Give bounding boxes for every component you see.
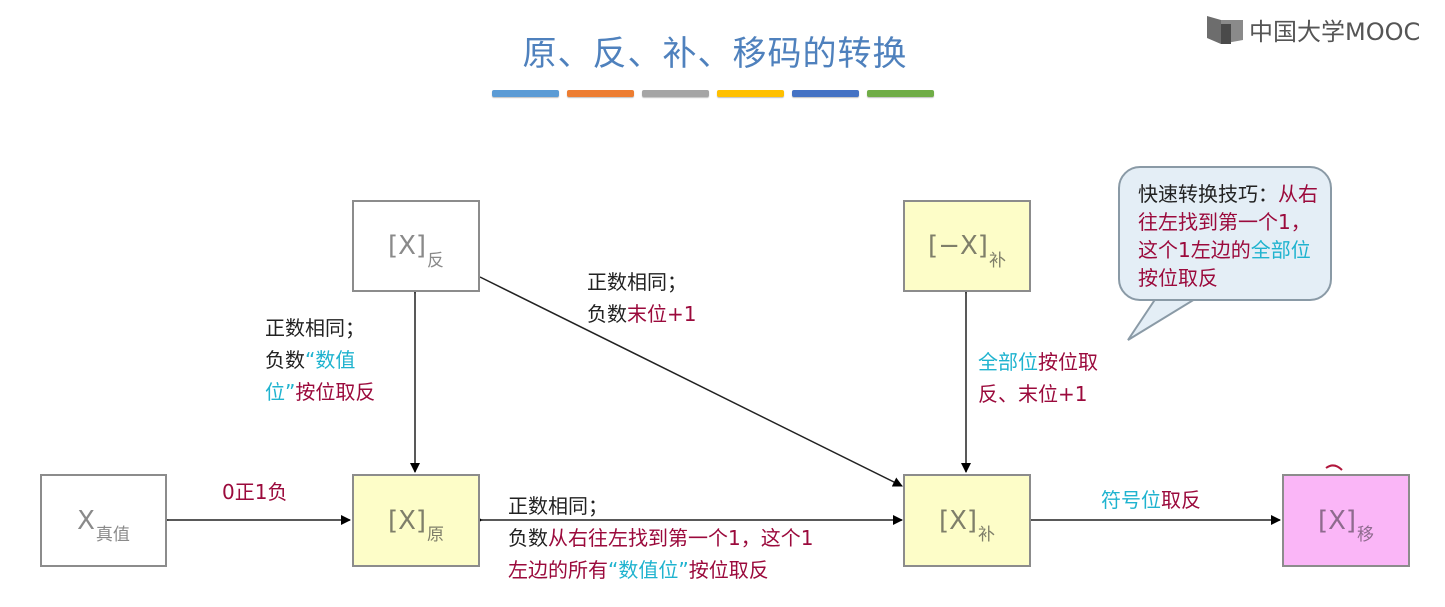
- node-main-text: [X]: [387, 231, 427, 261]
- text-span: “数值位”: [608, 558, 689, 582]
- label-line: 正数相同；: [508, 494, 608, 518]
- text-span: 负数: [265, 348, 305, 372]
- label-orig-to-ones: 正数相同； 负数“数值 位”按位取反: [265, 312, 375, 408]
- text-span: 按位取反: [688, 558, 769, 582]
- text-span: 末位+1: [627, 302, 697, 326]
- label-twos-to-offset: 符号位取反: [1101, 484, 1201, 516]
- text-span: 取反: [1161, 488, 1201, 512]
- text-span: 按位取反: [295, 380, 376, 404]
- node-sub-text: 补: [978, 525, 996, 545]
- label-line: 正数相同；: [265, 316, 365, 340]
- text-span: 按位取: [1038, 350, 1098, 374]
- label-line: 反、末位+1: [978, 382, 1088, 406]
- node-sub-text: 真值: [95, 525, 130, 545]
- node-main-text: X: [77, 505, 95, 536]
- text-span: 全部位: [978, 350, 1038, 374]
- node-main-text: [X]: [938, 505, 978, 536]
- node-ones-complement: [X]反: [352, 200, 480, 292]
- node-offset-binary: [X]移: [1282, 474, 1410, 567]
- node-twos-complement: [X]补: [903, 474, 1031, 567]
- label-twos-to-neg: 全部位按位取 反、末位+1: [978, 346, 1098, 410]
- node-main-text: [−X]: [928, 231, 988, 261]
- text-span: 快速转换技巧：: [1138, 182, 1278, 206]
- label-line: 位”按位取反: [265, 376, 375, 408]
- node-sub-text: 移: [1357, 525, 1375, 545]
- color-bar: [567, 90, 634, 97]
- node-sub-text: 反: [427, 250, 445, 271]
- text-span: 位”: [265, 380, 296, 404]
- annotation-mark: [1325, 464, 1343, 471]
- title-color-bars: [492, 90, 934, 97]
- node-neg-twos-complement: [−X]补: [903, 200, 1031, 292]
- node-sub-text: 补: [988, 250, 1006, 271]
- mooc-logo: 中国大学MOOC: [1205, 12, 1420, 47]
- node-sign-magnitude: [X]原: [352, 474, 480, 567]
- label-line: 左边的所有“数值位”按位取反: [508, 554, 813, 586]
- text-span: 按位取反: [1138, 266, 1218, 290]
- slide-title: 原、反、补、移码的转换: [522, 34, 908, 74]
- text-span: 全部位: [1250, 238, 1311, 262]
- label-ones-to-twos: 正数相同； 负数末位+1: [587, 266, 696, 330]
- label-true-to-orig: 0正1负: [222, 480, 288, 504]
- color-bar: [792, 90, 859, 97]
- text-span: 左边的所有: [508, 558, 608, 582]
- color-bar: [717, 90, 784, 97]
- node-sub-text: 原: [427, 525, 445, 545]
- color-bar: [642, 90, 709, 97]
- text-span: 负数: [508, 526, 548, 550]
- label-line: 全部位按位取: [978, 346, 1098, 378]
- tip-bubble: 快速转换技巧：从右往左找到第一个1，这个1左边的全部位按位取反: [1118, 166, 1332, 301]
- text-span: 符号位: [1101, 488, 1161, 512]
- label-orig-to-twos: 正数相同； 负数从右往左找到第一个1，这个1 左边的所有“数值位”按位取反: [508, 490, 813, 586]
- label-line: 负数“数值: [265, 344, 375, 376]
- node-main-text: [X]: [387, 505, 427, 536]
- color-bar: [492, 90, 559, 97]
- text-span: 负数: [587, 302, 627, 326]
- logo-text: 中国大学MOOC: [1249, 18, 1421, 46]
- text-span: 从右往左找到第一个1，这个1: [548, 526, 814, 550]
- node-main-text: [X]: [1317, 505, 1357, 536]
- label-line: 正数相同；: [587, 270, 687, 294]
- arrow-ones-twos: [479, 276, 903, 487]
- label-line: 负数末位+1: [587, 298, 696, 330]
- label-line: 负数从右往左找到第一个1，这个1: [508, 522, 813, 554]
- color-bar: [867, 90, 934, 97]
- mooc-book-icon: [1207, 15, 1243, 44]
- text-span: 从右往左找到第一个1，这个1左边的: [1138, 182, 1318, 262]
- text-span: “数值: [305, 348, 356, 372]
